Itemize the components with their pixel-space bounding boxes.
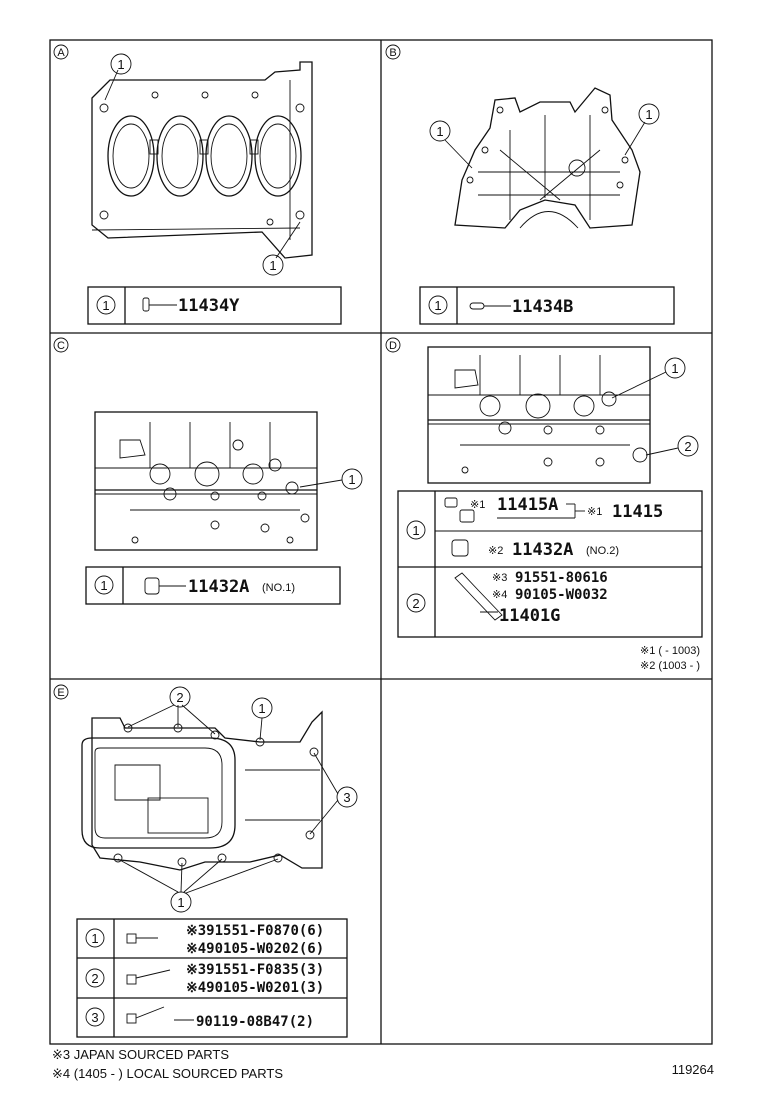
panel-d-mark4: ※4 [492,589,507,601]
panel-c-part-number: 11432A [188,577,249,597]
panel-e-letter: E [57,687,64,699]
panel-e-row3-part: 90119-08B47(2) [196,1014,314,1030]
panel-e-row1-part-b: ※490105-W0202(6) [186,941,324,957]
footnote-japan: ※3 JAPAN SOURCED PARTS [52,1047,229,1062]
pin-icon [469,302,485,310]
panel-e-row3-index: 3 [91,1010,98,1025]
plug-icon [144,577,160,595]
panel-e-callout-1-bottom: 1 [177,895,184,910]
panel-d-mark2: ※2 [488,545,503,557]
jet-assembly-icon [454,572,503,621]
panel-b-callout: 1 [436,124,443,139]
panel-b-part-number: 11434B [512,297,573,317]
cylinder-block-side-view [94,411,318,551]
panel-e-row2-part-a: ※391551-F0835(3) [186,962,324,978]
bolt-icon [126,1006,165,1024]
panel-e-parts-table: 1 2 3 ※391551-F0870(6) ※490105-W0202(6) … [76,918,348,1038]
panel-e-callout-3: 3 [343,790,350,805]
oil-plug-icon [451,539,469,557]
panel-c-callout: 1 [348,472,355,487]
panel-c-row1-index: 1 [100,578,107,593]
panel-a-part-number: 11434Y [178,296,240,316]
panel-a-parts-table: 1 11434Y [87,286,342,325]
panel-d-footnote-2: ※2 (1003 - ) [640,660,700,672]
panel-b: B 1 1 1 [385,44,675,325]
panel-b-parts-table: 1 11434B [419,286,675,325]
cylinder-block-side-view-d [427,346,651,484]
cylinder-block-end-view [454,87,641,229]
panel-d-note-no2: (NO.2) [586,545,619,557]
panel-d-part-91551-80616: 91551-80616 [515,570,608,586]
panel-e-row1-index: 1 [91,931,98,946]
panel-d-callout-2: 2 [684,439,691,454]
bolt-icon [126,969,171,985]
sensor-icon [459,509,475,523]
panel-c-note: (NO.1) [262,582,295,594]
panel-d-part-11415A: 11415A [497,495,558,515]
panel-e-callout-1-top: 1 [258,701,265,716]
panel-d-footnote-1: ※1 ( - 1003) [640,645,700,657]
panel-b-row1-index: 1 [434,298,441,313]
panel-d-row1-index: 1 [412,523,419,538]
panel-e-callout-2: 2 [176,690,183,705]
panel-d: D 1 2 [385,337,703,672]
panel-d-letter: D [389,340,397,352]
panel-e-row2-index: 2 [91,971,98,986]
panel-a-callout-lower: 1 [269,258,276,273]
panel-a-row1-index: 1 [102,298,109,313]
panel-d-mark1: ※1 [470,499,485,511]
panel-b-callout-right: 1 [645,107,652,122]
panel-grid [49,39,713,1045]
bolt-icon [126,933,158,944]
panel-c: C 1 [53,337,363,605]
panel-d-mark1b: ※1 [587,506,602,518]
oil-pan-view [81,710,323,871]
panel-a-letter: A [57,47,65,59]
cylinder-block-top-view [91,61,313,259]
panel-d-part-11432A: 11432A [512,540,573,560]
diagram-id: 119264 [672,1062,714,1077]
panel-c-letter: C [57,340,65,352]
panel-d-part-11401G: 11401G [499,606,560,626]
panel-d-part-11415: 11415 [612,502,663,522]
panel-e-row1-part-a: ※391551-F0870(6) [186,923,324,939]
panel-d-parts-table: 1 2 ※1 11415A ※1 11415 ※2 11432A (NO.2) … [397,490,703,638]
panel-d-part-90105-W0032: 90105-W0032 [515,587,608,603]
panel-a-callout: 1 [117,57,124,72]
pin-icon [142,297,150,312]
panel-e: E 2 1 3 [53,684,358,1038]
panel-a: A 1 1 [53,44,342,325]
panel-d-row2-index: 2 [412,596,419,611]
footnote-local: ※4 (1405 - ) LOCAL SOURCED PARTS [52,1066,283,1081]
panel-c-parts-table: 1 11432A (NO.1) [85,566,341,605]
panel-b-letter: B [389,47,396,59]
panel-d-mark3: ※3 [492,572,507,584]
panel-d-callout-1: 1 [671,361,678,376]
sensor-icon [444,497,458,508]
panel-e-row2-part-b: ※490105-W0201(3) [186,980,324,996]
